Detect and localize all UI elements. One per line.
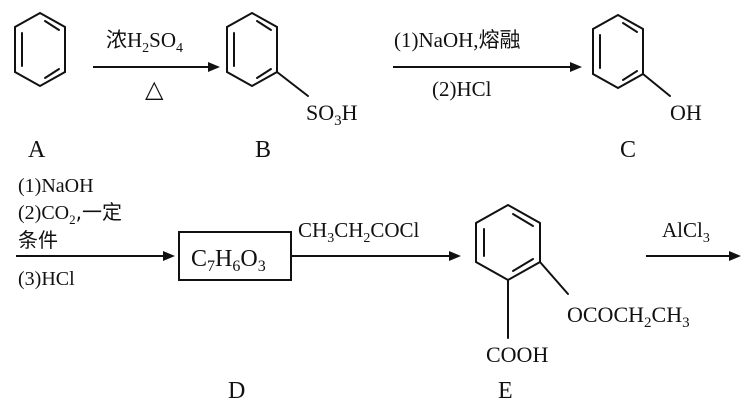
arrow-1 — [93, 62, 220, 72]
compound-e-label: E — [498, 378, 513, 404]
compound-d-label: D — [228, 378, 245, 404]
compound-a-ring — [14, 11, 66, 88]
arrow-2-top-condition: (1)NaOH,熔融 — [394, 28, 521, 52]
compound-b-ring — [226, 11, 309, 97]
compound-c-group: OH — [670, 100, 702, 125]
compound-c-label: C — [620, 137, 636, 163]
arrow-3-condition-3: (3)HCl — [18, 268, 75, 290]
arrow-5 — [646, 251, 741, 261]
compound-d-formula: C7H6O3 — [191, 246, 266, 275]
arrow-1-top-condition: 浓H2SO4 — [106, 28, 183, 56]
arrow-2 — [393, 62, 582, 72]
arrow-3-condition-2: (2)CO2,一定 — [18, 200, 122, 227]
arrow-1-heat-symbol: △ — [145, 75, 164, 103]
compound-e-ester-group: OCOCH2CH3 — [567, 302, 690, 331]
arrow-3-condition-1: (1)NaOH — [18, 175, 94, 197]
compound-e-ring — [475, 203, 569, 339]
arrow-5-reagent: AlCl3 — [662, 218, 710, 246]
arrow-4 — [291, 251, 461, 261]
compound-b-group: SO3H — [306, 100, 358, 129]
arrow-3-condition-2-cont: 条件 — [18, 228, 58, 252]
compound-e-acid-group: COOH — [486, 342, 548, 367]
compound-a-label: A — [28, 137, 46, 163]
arrow-2-bottom-condition: (2)HCl — [432, 77, 492, 101]
arrow-3 — [16, 251, 175, 261]
compound-b-label: B — [255, 137, 271, 163]
compound-c-ring — [592, 13, 671, 97]
arrow-4-reagent: CH3CH2COCl — [298, 218, 420, 246]
